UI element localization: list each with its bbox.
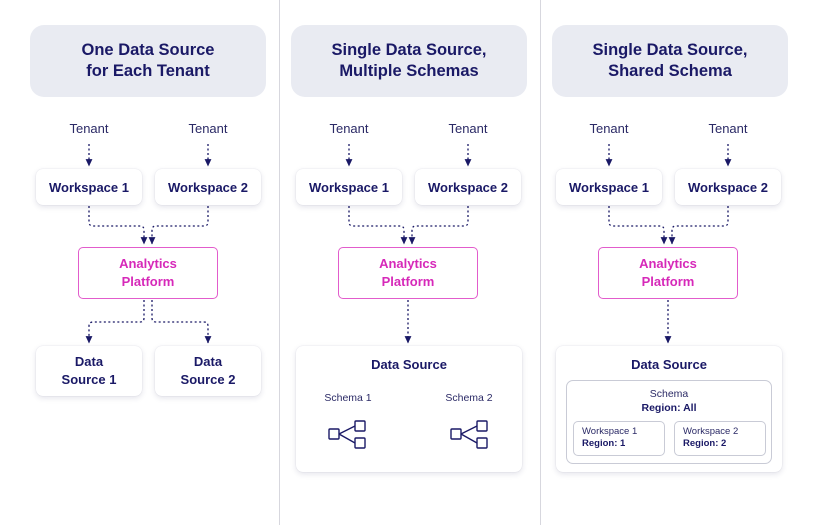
- schema-tree-icon: [450, 420, 488, 449]
- data-source-2-box: Data Source 2: [155, 346, 261, 396]
- partition-region-label: Region: 2: [683, 438, 727, 449]
- schema-label: Schema: [649, 388, 689, 400]
- platform-arrow: [85, 300, 145, 344]
- shared-schema-box: Schema Region: All Workspace 1 Region: 1…: [566, 380, 772, 464]
- workspace-arrow: [408, 206, 469, 245]
- partition-workspace-label: Workspace 1: [582, 426, 638, 437]
- workspace-arrow: [608, 206, 668, 245]
- workspace-2-box: Workspace 2: [155, 169, 261, 205]
- tenant-label: Tenant: [329, 121, 369, 136]
- schema-tree-icon: [328, 420, 366, 449]
- workspace-1-partition: Workspace 1 Region: 1: [573, 421, 665, 456]
- tenant-label: Tenant: [708, 121, 748, 136]
- data-source-box: Data Source Schema 1 Schema 2: [296, 346, 522, 472]
- workspace-arrow: [348, 206, 408, 245]
- tenant-label: Tenant: [69, 121, 109, 136]
- data-source-1-box: Data Source 1: [36, 346, 142, 396]
- analytics-platform-box: Analytics Platform: [338, 247, 478, 299]
- workspace-arrow: [148, 206, 209, 245]
- partition-workspace-label: Workspace 2: [683, 426, 739, 437]
- platform-arrow: [151, 300, 212, 344]
- column-title: One Data Source for Each Tenant: [30, 25, 266, 97]
- workspace-2-box: Workspace 2: [415, 169, 521, 205]
- workspace-1-box: Workspace 1: [296, 169, 402, 205]
- workspace-arrow: [88, 206, 148, 245]
- workspace-1-box: Workspace 1: [556, 169, 662, 205]
- data-source-title: Data Source: [371, 357, 447, 372]
- data-source-box: Data Source Schema Region: All Workspace…: [556, 346, 782, 472]
- column-title: Single Data Source, Multiple Schemas: [291, 25, 527, 97]
- workspace-1-box: Workspace 1: [36, 169, 142, 205]
- tenant-label: Tenant: [448, 121, 488, 136]
- workspace-2-partition: Workspace 2 Region: 2: [674, 421, 766, 456]
- tenant-label: Tenant: [188, 121, 228, 136]
- schema-region-label: Region: All: [641, 402, 697, 414]
- analytics-platform-box: Analytics Platform: [598, 247, 738, 299]
- column-divider: [540, 0, 541, 525]
- analytics-platform-box: Analytics Platform: [78, 247, 218, 299]
- tenant-label: Tenant: [589, 121, 629, 136]
- schema-1-label: Schema 1: [324, 392, 372, 404]
- workspace-2-box: Workspace 2: [675, 169, 781, 205]
- schema-2-label: Schema 2: [445, 392, 493, 404]
- workspace-arrow: [668, 206, 729, 245]
- partition-region-label: Region: 1: [582, 438, 626, 449]
- data-source-title: Data Source: [631, 357, 707, 372]
- column-title: Single Data Source, Shared Schema: [552, 25, 788, 97]
- column-divider: [279, 0, 280, 525]
